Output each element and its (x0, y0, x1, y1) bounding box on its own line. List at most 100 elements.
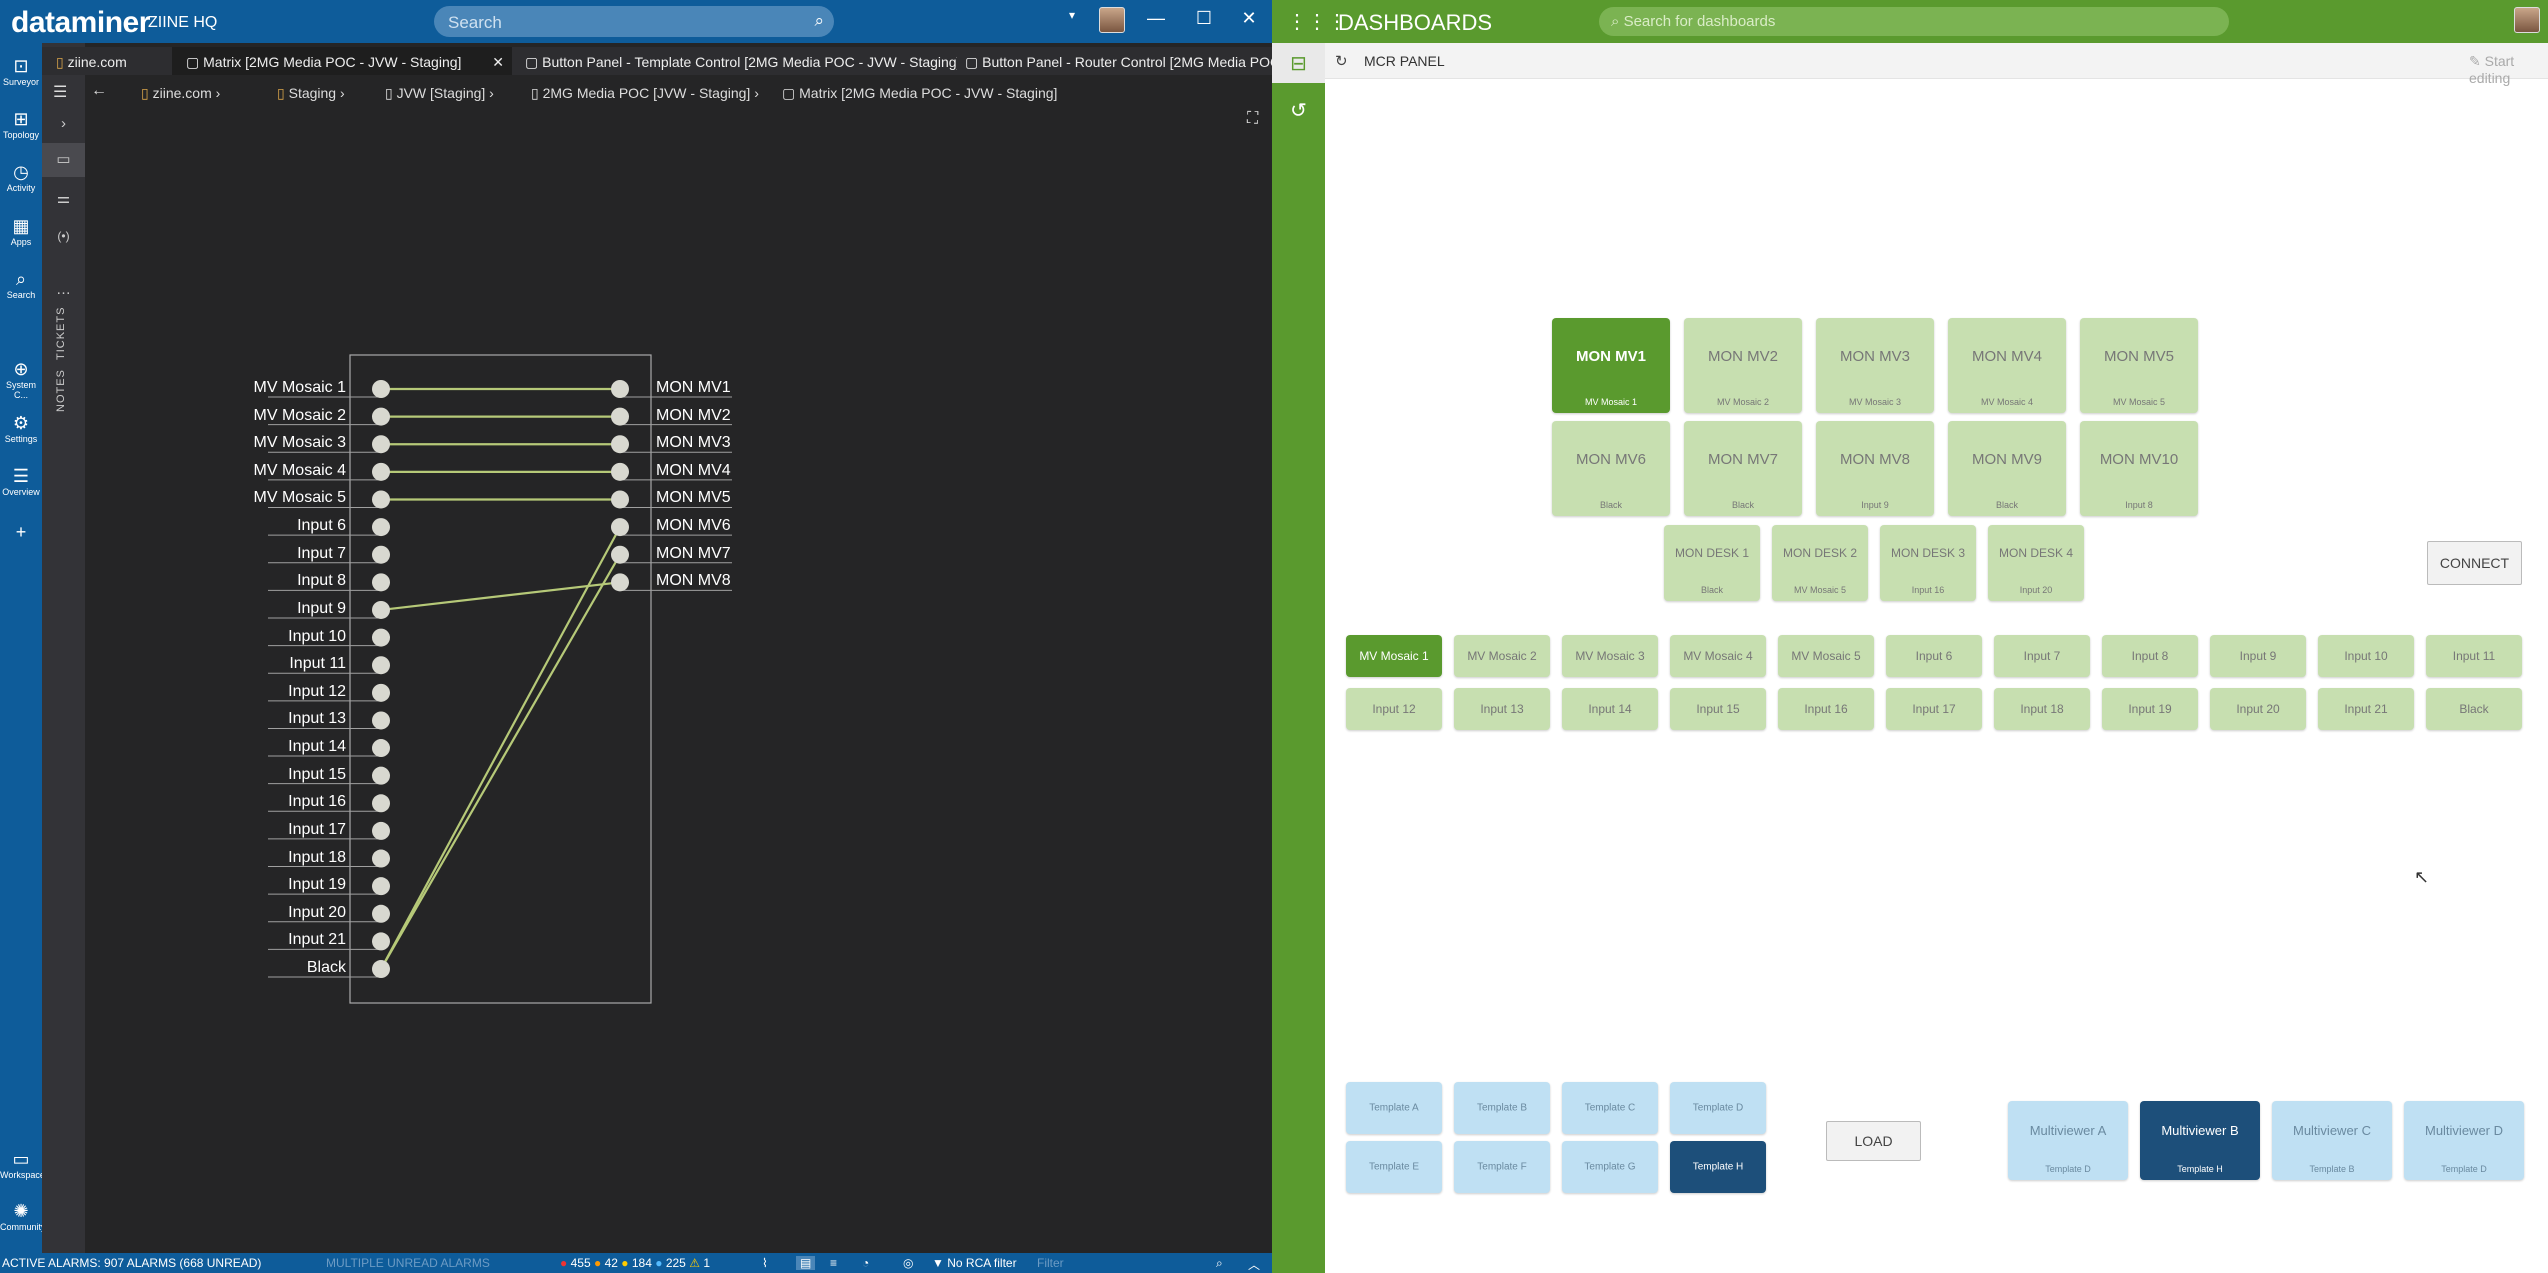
nav-topology[interactable]: ⊞Topology (0, 108, 42, 140)
sort-icon[interactable]: ≡ (830, 1256, 838, 1270)
input-port[interactable] (372, 739, 390, 758)
input-port[interactable] (372, 932, 390, 951)
output-port[interactable] (611, 380, 629, 398)
source-button[interactable]: Input 9 (2210, 635, 2306, 677)
close-button[interactable]: ✕ (1241, 8, 1257, 28)
filter-input[interactable]: Filter (1037, 1256, 1064, 1270)
input-port[interactable] (372, 794, 390, 813)
output-port[interactable] (611, 462, 629, 481)
input-port[interactable] (372, 490, 390, 509)
dashboard-search-input[interactable]: ⌕ Search for dashboards (1599, 7, 2229, 36)
list-view-icon[interactable]: ▤ (796, 1256, 816, 1270)
input-port[interactable] (372, 821, 390, 840)
breadcrumb-item[interactable]: ▯ JVW [Staging] › (385, 85, 494, 101)
source-button[interactable]: Input 8 (2102, 635, 2198, 677)
source-button[interactable]: Input 15 (1670, 688, 1766, 730)
template-button[interactable]: Template C (1562, 1082, 1658, 1134)
dropdown-icon[interactable]: ▾ (1068, 8, 1076, 22)
input-port[interactable] (372, 656, 390, 675)
input-port[interactable] (372, 462, 390, 481)
nav-search[interactable]: ⌕Search (0, 268, 42, 300)
source-button[interactable]: Black (2426, 688, 2522, 730)
input-port[interactable] (372, 435, 390, 454)
nav-workspace[interactable]: ▭Workspace (0, 1148, 45, 1180)
source-button[interactable]: Input 20 (2210, 688, 2306, 730)
input-port[interactable] (372, 545, 390, 564)
output-port[interactable] (611, 573, 629, 592)
output-port[interactable] (611, 407, 629, 426)
source-button[interactable]: Input 6 (1886, 635, 1982, 677)
source-button[interactable]: Input 14 (1562, 688, 1658, 730)
avatar[interactable] (2514, 7, 2540, 33)
tab-router-control[interactable]: ▢ Button Panel - Router Control [2MG Med… (957, 47, 1272, 75)
avatar[interactable] (1099, 7, 1125, 33)
sliders-icon[interactable]: ⚌ (56, 190, 71, 207)
source-button[interactable]: MV Mosaic 3 (1562, 635, 1658, 677)
source-button[interactable]: Input 21 (2318, 688, 2414, 730)
source-button[interactable]: Input 11 (2426, 635, 2522, 677)
fullscreen-icon[interactable]: ⛶ (1247, 110, 1259, 127)
card-icon[interactable]: ▭ (42, 143, 85, 177)
nav-overview[interactable]: ☰Overview (0, 465, 42, 497)
nav-activity[interactable]: ◷Activity (0, 161, 42, 193)
template-button[interactable]: Template A (1346, 1082, 1442, 1134)
input-port[interactable] (372, 573, 390, 592)
template-button[interactable]: Template H (1670, 1141, 1766, 1193)
template-button[interactable]: Template B (1454, 1082, 1550, 1134)
back-icon[interactable]: ← (91, 82, 107, 99)
source-button[interactable]: Input 16 (1778, 688, 1874, 730)
broadcast-icon[interactable]: (•) (57, 229, 70, 243)
input-port[interactable] (372, 628, 390, 647)
app-grid-icon[interactable]: ⋮⋮⋮ (1287, 11, 1347, 33)
template-button[interactable]: Template E (1346, 1141, 1442, 1193)
input-port[interactable] (372, 518, 390, 537)
unread-alarms[interactable]: MULTIPLE UNREAD ALARMS (326, 1256, 490, 1270)
source-button[interactable]: MV Mosaic 1 (1346, 635, 1442, 677)
history-icon[interactable]: ↺ (1290, 100, 1307, 122)
output-port[interactable] (611, 490, 629, 509)
input-port[interactable] (372, 380, 390, 398)
source-button[interactable]: MV Mosaic 2 (1454, 635, 1550, 677)
nav-apps[interactable]: ▦Apps (0, 215, 42, 247)
search-icon[interactable]: ⌕ (1216, 1256, 1223, 1270)
chevron-up-icon[interactable]: ︿ (1248, 1258, 1261, 1272)
source-button[interactable]: Input 18 (1994, 688, 2090, 730)
start-editing-button[interactable]: ✎ Start editing (2469, 53, 2548, 86)
input-port[interactable] (372, 766, 390, 785)
search-input[interactable]: Search⌕ (434, 6, 834, 37)
minimize-button[interactable]: — (1147, 8, 1165, 28)
source-button[interactable]: Input 7 (1994, 635, 2090, 677)
source-button[interactable]: MV Mosaic 5 (1778, 635, 1874, 677)
active-alarms[interactable]: ACTIVE ALARMS: 907 ALARMS (668 UNREAD) (2, 1256, 262, 1270)
output-port[interactable] (611, 518, 629, 537)
input-port[interactable] (372, 600, 390, 619)
source-button[interactable]: Input 10 (2318, 635, 2414, 677)
rca-filter[interactable]: ▼ No RCA filter (932, 1256, 1017, 1270)
output-port[interactable] (611, 545, 629, 564)
input-port[interactable] (372, 877, 390, 896)
input-port[interactable] (372, 407, 390, 426)
pie-icon[interactable]: ◔ (862, 1256, 870, 1270)
template-button[interactable]: Template F (1454, 1141, 1550, 1193)
source-button[interactable]: Input 13 (1454, 688, 1550, 730)
add-icon[interactable]: + (15, 522, 27, 542)
output-port[interactable] (611, 435, 629, 454)
input-port[interactable] (372, 711, 390, 730)
template-button[interactable]: Template D (1670, 1082, 1766, 1134)
load-button[interactable]: LOAD (1826, 1121, 1921, 1161)
refresh-icon[interactable]: ↻ (1335, 53, 1348, 70)
rca-icon[interactable]: ◎ (903, 1256, 914, 1270)
expand-icon[interactable]: › (61, 115, 66, 132)
tab-matrix[interactable]: ▢ Matrix [2MG Media POC - JVW - Staging]… (172, 47, 512, 75)
